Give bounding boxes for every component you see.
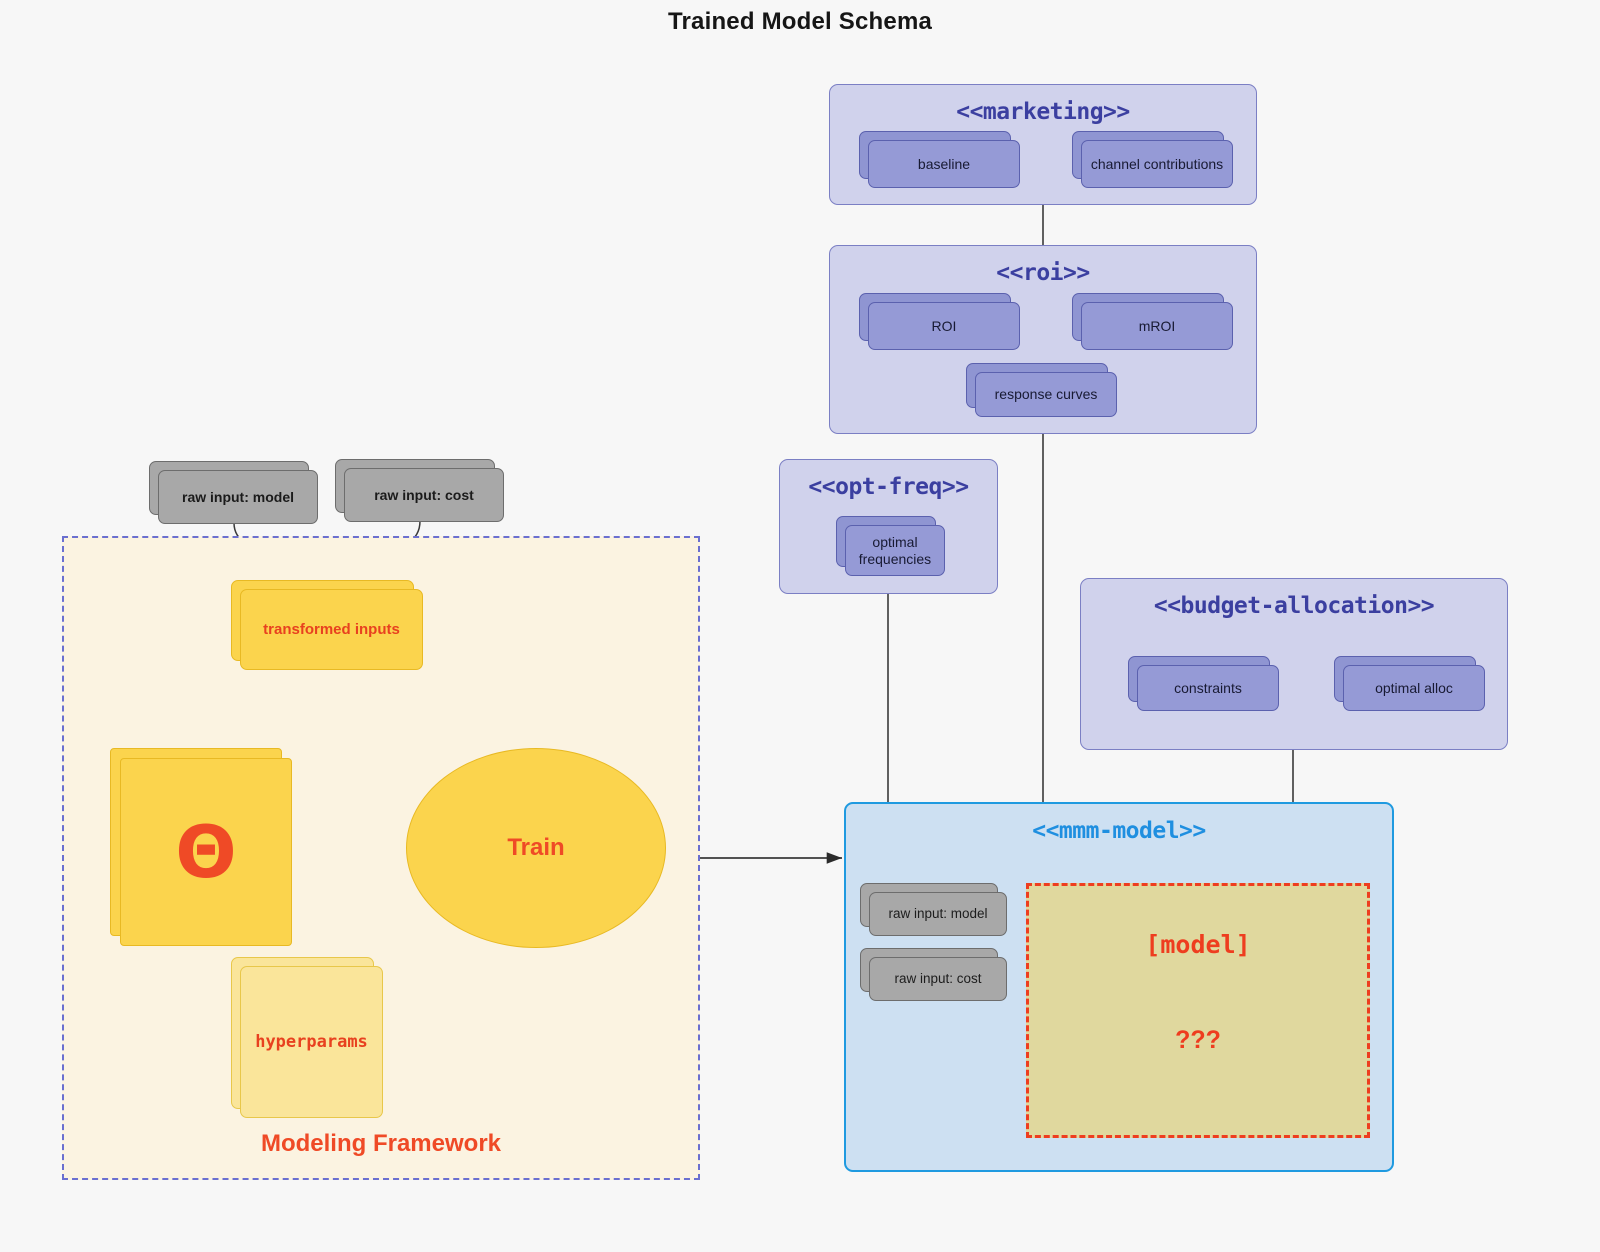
- theta-card-front: Θ: [120, 758, 292, 946]
- package-budget-allocation-title: <<budget-allocation>>: [1153, 593, 1435, 619]
- mmm-input-raw-cost-label: raw input: cost: [869, 957, 1007, 1001]
- budget-item-constraints[interactable]: constraints: [1128, 656, 1279, 711]
- theta-card[interactable]: Θ: [110, 748, 292, 946]
- mmm-input-raw-model-label: raw input: model: [869, 892, 1007, 936]
- mmm-input-raw-cost[interactable]: raw input: cost: [860, 948, 1007, 1001]
- transformed-inputs-card[interactable]: transformed inputs: [231, 580, 423, 670]
- roi-item-response-curves[interactable]: response curves: [966, 363, 1117, 417]
- raw-input-cost-label: raw input: cost: [344, 468, 504, 522]
- package-mmm-model-title: <<mmm-model>>: [1032, 818, 1206, 844]
- train-ellipse[interactable]: Train: [406, 748, 666, 948]
- package-roi-title: <<roi>>: [996, 260, 1090, 286]
- package-opt-freq-title: <<opt-freq>>: [808, 474, 969, 500]
- hyperparams-card[interactable]: hyperparams: [231, 957, 383, 1118]
- package-marketing-title: <<marketing>>: [956, 99, 1130, 125]
- model-placeholder-body: ???: [1175, 1026, 1221, 1054]
- roi-item-mroi[interactable]: mROI: [1072, 293, 1233, 350]
- mmm-input-raw-model[interactable]: raw input: model: [860, 883, 1007, 936]
- marketing-item-channel-contributions-label: channel contributions: [1081, 140, 1233, 188]
- budget-item-constraints-label: constraints: [1137, 665, 1279, 711]
- raw-input-cost-card[interactable]: raw input: cost: [335, 459, 504, 522]
- roi-item-response-curves-label: response curves: [975, 372, 1117, 417]
- marketing-item-baseline-label: baseline: [868, 140, 1020, 188]
- budget-item-optimal-alloc[interactable]: optimal alloc: [1334, 656, 1485, 711]
- page-title: Trained Model Schema: [667, 8, 933, 35]
- opt-freq-item-optimal-frequencies[interactable]: optimal frequencies: [836, 516, 945, 576]
- model-placeholder-title: [model]: [1145, 930, 1251, 959]
- modeling-framework-label: Modeling Framework: [260, 1130, 502, 1157]
- raw-input-model-label: raw input: model: [158, 470, 318, 524]
- opt-freq-item-optimal-frequencies-label: optimal frequencies: [845, 525, 945, 576]
- model-placeholder-box[interactable]: [model] ???: [1026, 883, 1370, 1138]
- marketing-item-channel-contributions[interactable]: channel contributions: [1072, 131, 1233, 188]
- theta-glyph: Θ: [175, 810, 237, 894]
- marketing-item-baseline[interactable]: baseline: [859, 131, 1020, 188]
- train-label: Train: [507, 834, 565, 861]
- budget-item-optimal-alloc-label: optimal alloc: [1343, 665, 1485, 711]
- transformed-inputs-label: transformed inputs: [240, 589, 423, 670]
- raw-input-model-card[interactable]: raw input: model: [149, 461, 318, 524]
- roi-item-roi[interactable]: ROI: [859, 293, 1020, 350]
- hyperparams-label: hyperparams: [240, 966, 383, 1118]
- roi-item-roi-label: ROI: [868, 302, 1020, 350]
- roi-item-mroi-label: mROI: [1081, 302, 1233, 350]
